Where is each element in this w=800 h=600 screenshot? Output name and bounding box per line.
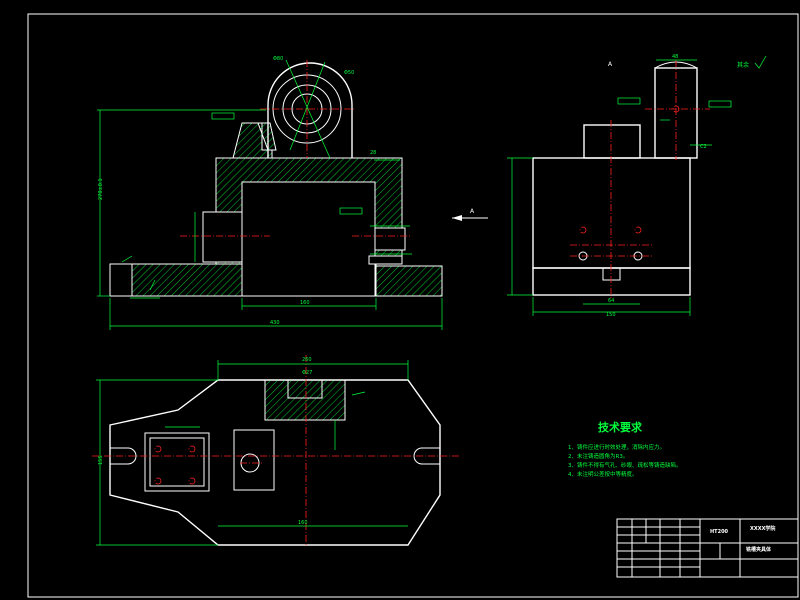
- svg-text:260: 260: [302, 357, 312, 363]
- front-view-ear-right: [257, 122, 277, 151]
- top-view: 260 160 155 Φ27: [92, 355, 460, 546]
- roughness-note: 其余: [737, 61, 749, 69]
- title-block-school: XXXX学院: [750, 525, 775, 532]
- svg-text:C2: C2: [700, 144, 707, 150]
- tech-item-3: 3、铸件不得有气孔、砂眼、疏松等铸造缺陷。: [568, 461, 682, 469]
- side-view-slot: [602, 267, 621, 281]
- title-block-drawing-title: 铣槽夹具体: [746, 546, 772, 553]
- svg-text:48: 48: [672, 54, 678, 60]
- view-label-a: A: [608, 61, 613, 68]
- front-view-right-pad: [374, 227, 406, 251]
- svg-text:160: 160: [300, 300, 310, 306]
- svg-text:150: 150: [606, 312, 616, 318]
- tech-requirements: 技术要求 1、铸件应进行时效处理，消除内应力。 2、未注铸造圆角为R3。 3、铸…: [568, 420, 682, 478]
- front-view-slot: [202, 211, 243, 263]
- svg-text:Φ50: Φ50: [344, 70, 354, 76]
- tech-item-4: 4、未注明公差按中等精度。: [568, 470, 638, 478]
- side-view-body: [532, 157, 691, 269]
- svg-text:155: 155: [98, 455, 104, 465]
- top-view-mid-pad: [233, 429, 275, 491]
- top-view-hatched-block: [264, 379, 346, 421]
- title-block-material: HT200: [710, 529, 729, 535]
- front-view-left-step: [109, 263, 133, 297]
- side-view: A 150 64 48 C2 其余: [507, 54, 767, 318]
- svg-text:270±0.1: 270±0.1: [98, 178, 104, 200]
- front-view-right-pad2: [368, 255, 403, 265]
- title-block: HT200 XXXX学院 铣槽夹具体: [616, 518, 799, 578]
- svg-text:430: 430: [270, 320, 280, 326]
- tech-item-2: 2、未注铸造圆角为R3。: [568, 452, 628, 460]
- sheet-outer-border: [27, 13, 799, 598]
- side-view-tower: [583, 124, 641, 159]
- tech-item-1: 1、铸件应进行时效处理，消除内应力。: [568, 443, 665, 451]
- svg-text:64: 64: [608, 298, 614, 304]
- svg-text:160: 160: [298, 520, 308, 526]
- arrow-label-a: A: [470, 208, 475, 215]
- svg-text:Φ80: Φ80: [273, 56, 283, 62]
- section-arrow-a: A: [452, 208, 488, 221]
- svg-text:28: 28: [370, 150, 376, 156]
- svg-text:Φ27: Φ27: [302, 370, 312, 376]
- front-view-ear-left: [232, 122, 273, 159]
- front-view-boss: [267, 62, 353, 158]
- tech-requirements-title: 技术要求: [598, 420, 643, 434]
- side-view-base: [532, 267, 691, 296]
- front-view: 270±0.1 430 160 Φ80 Φ50 28: [97, 56, 443, 330]
- front-view-cavity: [241, 181, 376, 297]
- top-view-left-pad: [144, 432, 210, 492]
